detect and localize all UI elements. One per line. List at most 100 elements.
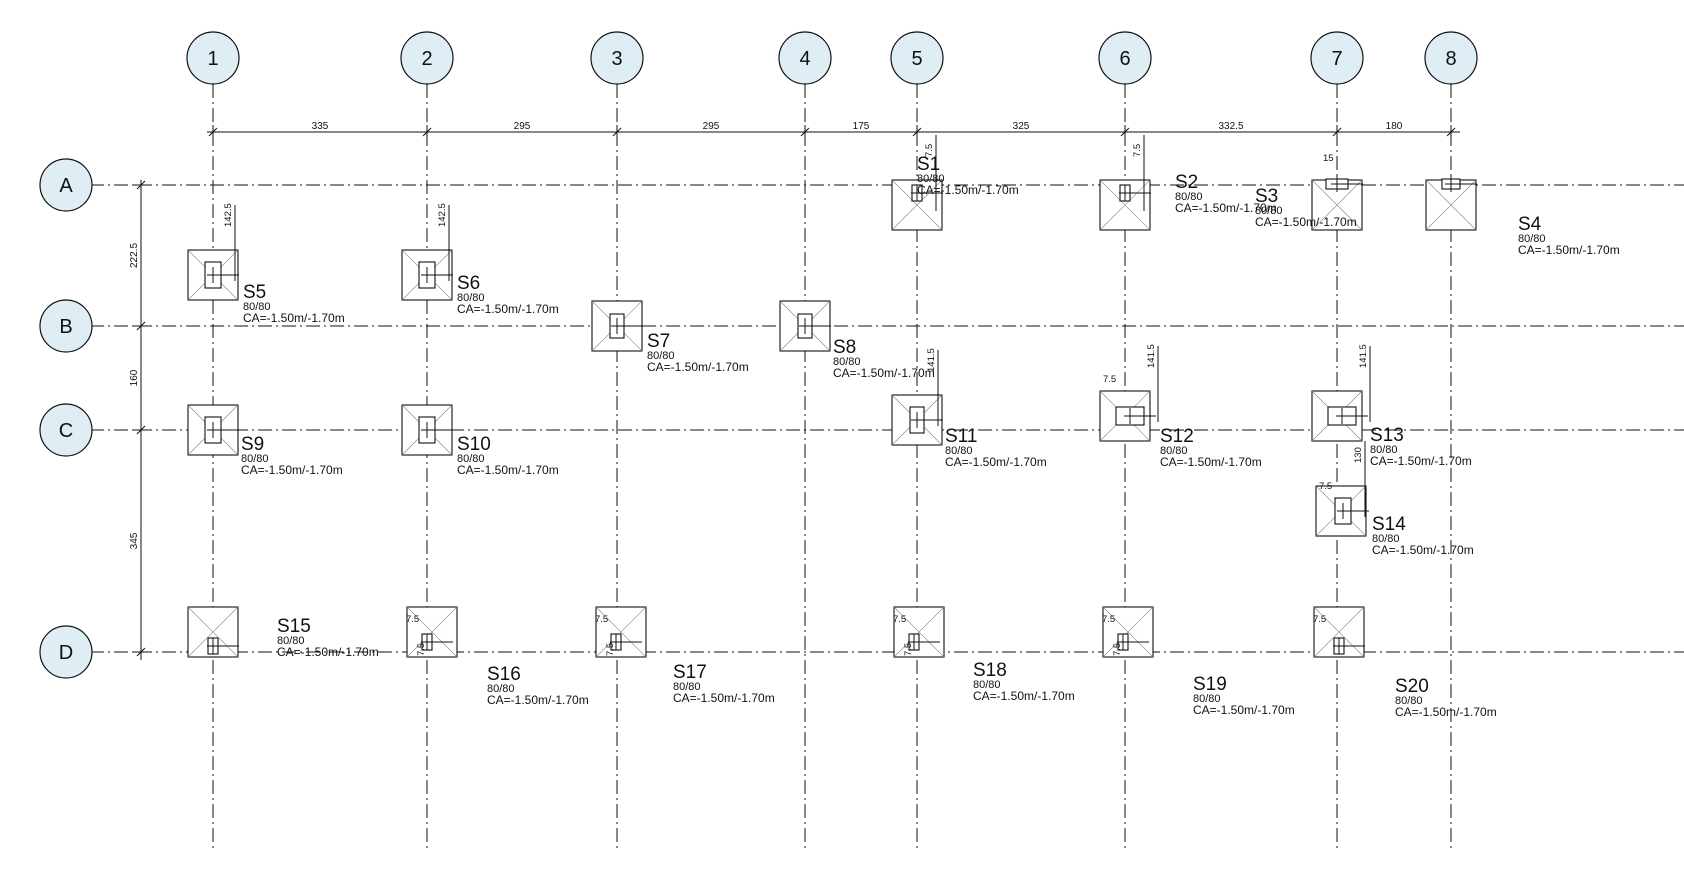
footing-size: 80/80	[673, 681, 701, 693]
offset-label: 7.5	[1319, 481, 1332, 492]
grid-bubble-label: 5	[911, 48, 922, 70]
footing-diagonal	[595, 606, 647, 658]
footing-name: S16	[487, 664, 521, 685]
footing-size: 80/80	[1193, 693, 1221, 705]
footing-name: S4	[1518, 214, 1542, 235]
grid-bubble-label: 6	[1119, 48, 1130, 70]
dim-tick-slash	[136, 180, 146, 190]
footing-name: S19	[1193, 674, 1227, 695]
grid-bubble-1: 1	[186, 31, 240, 85]
footing-elevation: CA=-1.50m/-1.70m	[833, 366, 935, 380]
footings: 7.5S180/80CA=-1.50m/-1.70m7.5S280/80CA=-…	[187, 135, 1620, 719]
footing-elevation: CA=-1.50m/-1.70m	[241, 463, 343, 477]
dim-tick-slash	[800, 127, 810, 137]
offset-label: 7.5	[605, 643, 616, 656]
offset-label: 141.5	[926, 348, 937, 372]
footing-size: 80/80	[457, 292, 485, 304]
grid-bubble-circle	[39, 625, 93, 679]
footing-diagonal	[893, 606, 945, 658]
dim-tick-slash	[422, 127, 432, 137]
footing-elevation: CA=-1.50m/-1.70m	[1370, 454, 1472, 468]
dim-tick-slash	[612, 127, 622, 137]
offset-label: 7.5	[1313, 614, 1326, 625]
footing-size: 80/80	[1370, 444, 1398, 456]
grid-bubble-circle	[590, 31, 644, 85]
dim-tick-slash	[136, 647, 146, 657]
footing-size: 80/80	[1518, 233, 1546, 245]
footing-name: S20	[1395, 676, 1429, 697]
footing-diagonal	[187, 606, 239, 658]
footing-elevation: CA=-1.50m/-1.70m	[673, 691, 775, 705]
footing-name: S10	[457, 434, 491, 455]
footing-name: S11	[945, 426, 977, 447]
grid-bubble-circle	[400, 31, 454, 85]
footing-elevation: CA=-1.50m/-1.70m	[647, 360, 749, 374]
footing-name: S6	[457, 273, 480, 294]
footing-name: S3	[1255, 186, 1278, 207]
footing-elevation: CA=-1.50m/-1.70m	[1395, 705, 1497, 719]
grid-bubble-C: C	[39, 403, 93, 457]
grid-bubble-label: A	[59, 175, 73, 197]
offset-label: 7.5	[595, 614, 608, 625]
footing-name: S14	[1372, 514, 1406, 535]
footing-name: S15	[277, 616, 311, 637]
footing-name: S1	[917, 154, 940, 175]
offset-label: 7.5	[1102, 614, 1115, 625]
offset-label: 7.5	[1103, 374, 1116, 385]
dim-tick-slash	[1332, 127, 1342, 137]
dim-label-horizontal: 335	[312, 121, 329, 132]
footing-size: 80/80	[1175, 191, 1203, 203]
footing-name: S17	[673, 662, 707, 683]
dim-label-horizontal: 332.5	[1218, 121, 1243, 132]
footing-elevation: CA=-1.50m/-1.70m	[1175, 201, 1277, 215]
grid-bubble-2: 2	[400, 31, 454, 85]
grid-bubble-4: 4	[778, 31, 832, 85]
dim-tick-slash	[136, 425, 146, 435]
footing-name: S13	[1370, 425, 1404, 446]
footing-elevation: CA=-1.50m/-1.70m	[487, 693, 589, 707]
offset-label: 130	[1353, 447, 1364, 463]
grid-bubble-A: A	[39, 158, 93, 212]
grid-bubble-label: C	[59, 420, 73, 442]
grid-bubble-label: 8	[1445, 48, 1456, 70]
footing-elevation: CA=-1.50m/-1.70m	[1255, 215, 1357, 229]
offset-label: 7.5	[416, 643, 427, 656]
grid-bubble-label: 1	[207, 48, 218, 70]
grid-bubble-label: B	[59, 316, 72, 338]
dim-tick-slash	[912, 127, 922, 137]
grid-bubble-circle	[890, 31, 944, 85]
offset-label: 7.5	[1112, 643, 1123, 656]
grid-bubble-B: B	[39, 299, 93, 353]
footing-name: S2	[1175, 172, 1198, 193]
footing-diagonal	[406, 606, 458, 658]
grid-bubble-circle	[39, 158, 93, 212]
grid-bubble-D: D	[39, 625, 93, 679]
footing-elevation: CA=-1.50m/-1.70m	[973, 689, 1075, 703]
grid-bubble-3: 3	[590, 31, 644, 85]
footing-name: S12	[1160, 426, 1194, 447]
grid-bubble-circle	[778, 31, 832, 85]
grid-axes	[90, 84, 1684, 848]
dim-label-horizontal: 295	[514, 121, 531, 132]
offset-label: 7.5	[406, 614, 419, 625]
footing-diagonal	[1425, 179, 1477, 231]
dim-label-vertical: 160	[129, 369, 140, 386]
footing-size: 80/80	[1372, 533, 1400, 545]
grid-bubble-circle	[39, 299, 93, 353]
grid-bubble-circle	[1424, 31, 1478, 85]
footing-size: 80/80	[973, 679, 1001, 691]
footing-name: S5	[243, 282, 266, 303]
footing-elevation: CA=-1.50m/-1.70m	[457, 302, 559, 316]
footing-size: 80/80	[1160, 445, 1188, 457]
footing-diagonal	[891, 179, 943, 231]
